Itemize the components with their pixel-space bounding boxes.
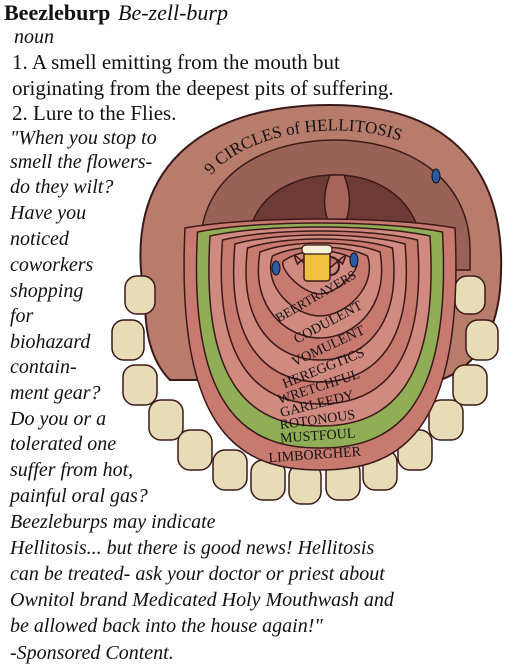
- circle-label: MUSTFOUL: [280, 426, 356, 446]
- quote-line: do they wilt?: [10, 176, 114, 198]
- tooth: [122, 364, 158, 406]
- definition-line: originating from the deepest pits of suf…: [12, 76, 394, 100]
- teeth: [111, 275, 499, 505]
- part-of-speech: noun: [14, 26, 54, 48]
- quote-line: suffer from hot,: [10, 459, 134, 481]
- quote-line: Ownitol brand Medicated Holy Mouthwash a…: [10, 589, 394, 611]
- quote-line: Beezleburps may indicate: [10, 511, 216, 533]
- pronunciation: Be-zell-burp: [118, 0, 228, 25]
- tooth: [465, 319, 499, 361]
- quote-line: can be treated- ask your doctor or pries…: [10, 563, 385, 585]
- circle-labels: BEERTRAYERSCODULENTVOMULENTHEREGGTICSWRE…: [268, 267, 368, 466]
- beer-mug-icon: [301, 244, 340, 282]
- circle-rings: [183, 218, 457, 471]
- quote-line: contain-: [10, 356, 77, 378]
- tooth: [212, 449, 248, 491]
- tooth: [452, 364, 488, 406]
- definition-line: 1. A smell emitting from the mouth but: [12, 50, 340, 74]
- quote-line: coworkers: [10, 254, 94, 276]
- definition-line: 2. Lure to the Flies.: [12, 101, 177, 125]
- tooth: [454, 275, 486, 315]
- quote-line: be allowed back into the house again!": [10, 615, 323, 637]
- quote-line: ment gear?: [10, 382, 101, 404]
- tooth: [111, 319, 145, 361]
- quote-line: -Sponsored Content.: [10, 642, 174, 664]
- tooth: [177, 429, 213, 471]
- tooth: [428, 399, 464, 441]
- quote-line: biohazard: [10, 331, 91, 353]
- fly-icon: [271, 168, 441, 276]
- quote-line: noticed: [10, 228, 69, 250]
- quote-line: for: [10, 305, 34, 327]
- tooth: [124, 275, 156, 315]
- tooth: [148, 399, 184, 441]
- quote-line: tolerated one: [10, 433, 117, 455]
- quote-line: Have you: [10, 202, 87, 224]
- quote-line: painful oral gas?: [10, 485, 148, 507]
- circle-label: LIMBORGHER: [268, 445, 362, 466]
- quote-line: smell the flowers-: [10, 151, 153, 173]
- quote-line: Do you or a: [10, 408, 107, 430]
- quote-line: Hellitosis... but there is good news! He…: [10, 537, 375, 559]
- quote-line: shopping: [10, 280, 84, 302]
- headword: Beezleburp: [4, 0, 111, 25]
- quote-line: "When you stop to: [10, 127, 157, 149]
